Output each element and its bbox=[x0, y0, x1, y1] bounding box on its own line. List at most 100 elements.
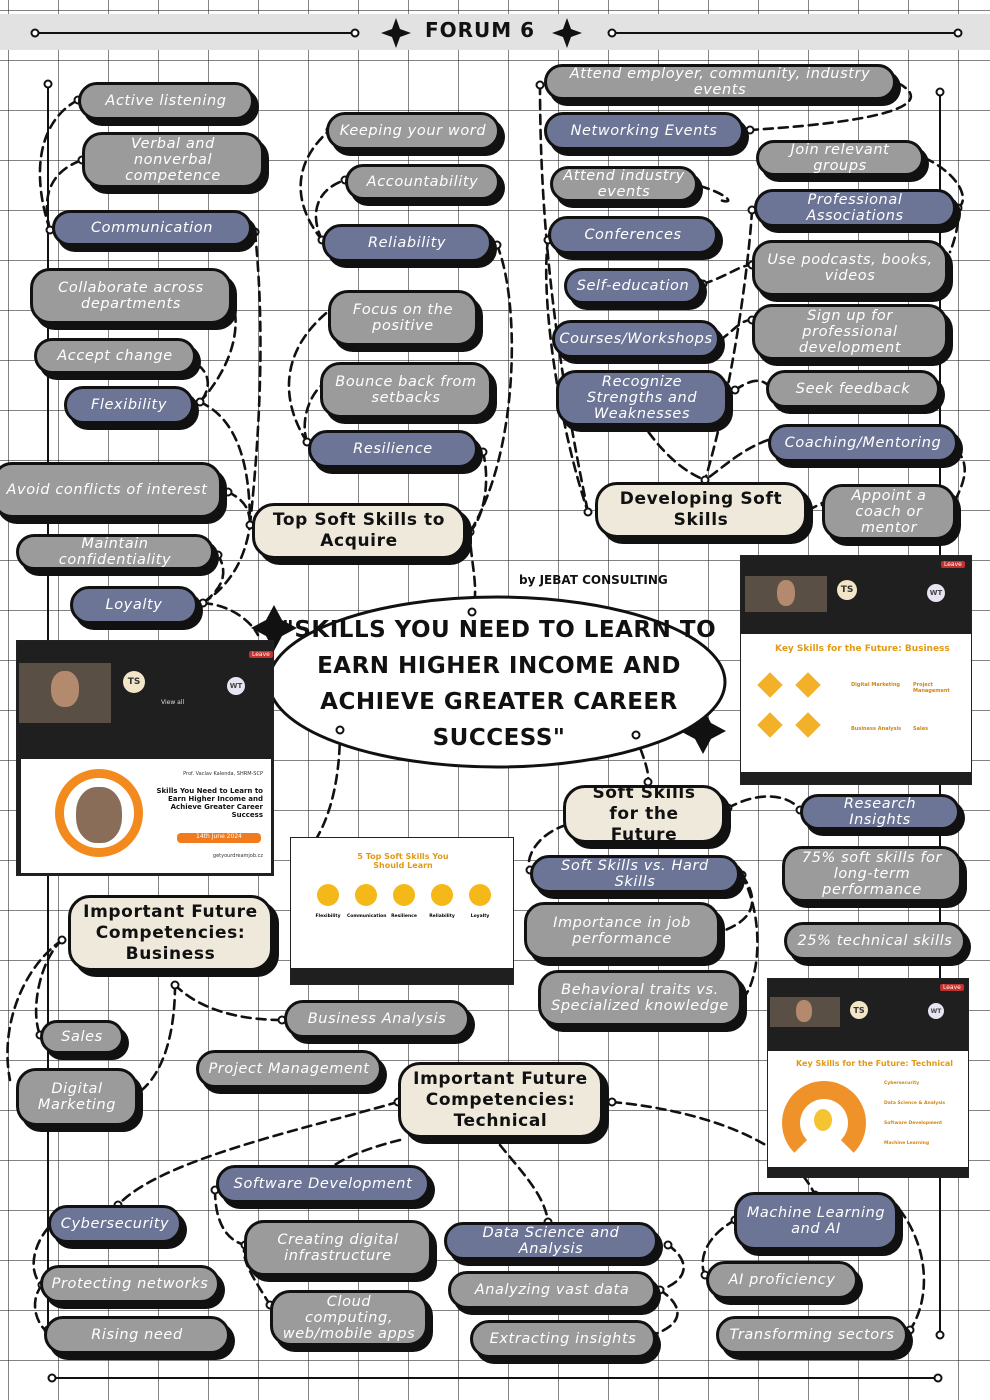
screenshot-meeting-left: TS WT View all Leave Prof. Vaclav Kalend… bbox=[16, 640, 274, 876]
node-loyalty[interactable]: Loyalty bbox=[70, 586, 198, 624]
node-transforming-sectors[interactable]: Transforming sectors bbox=[716, 1316, 908, 1354]
node-project-management[interactable]: Project Management bbox=[196, 1050, 382, 1088]
slide-icon-circle bbox=[431, 884, 453, 906]
node-join-groups[interactable]: Join relevant groups bbox=[756, 140, 924, 176]
node-protecting-networks[interactable]: Protecting networks bbox=[40, 1265, 220, 1303]
node-professional-associations[interactable]: Professional Associations bbox=[754, 189, 956, 227]
avatar-ts: TS bbox=[837, 580, 857, 600]
business-slide-title: Key Skills for the Future: Business bbox=[775, 644, 950, 654]
slide-shape bbox=[795, 712, 820, 737]
node-focus-positive[interactable]: Focus on the positive bbox=[328, 290, 478, 346]
leave-button[interactable]: Leave bbox=[249, 651, 273, 658]
node-pct75[interactable]: 75% soft skills for long-term performanc… bbox=[782, 846, 962, 902]
node-bounce-back[interactable]: Bounce back from setbacks bbox=[320, 362, 492, 418]
node-importance[interactable]: Importance in job performance bbox=[524, 902, 720, 960]
lightbulb-icon bbox=[814, 1109, 832, 1131]
node-cybersecurity[interactable]: Cybersecurity bbox=[48, 1205, 182, 1243]
node-active-listening[interactable]: Active listening bbox=[78, 82, 254, 120]
participant-face bbox=[796, 1000, 812, 1022]
slide-item: Data Science & Analysis bbox=[884, 1101, 945, 1106]
hub-developing-soft-skills[interactable]: Developing Soft Skills bbox=[595, 482, 807, 538]
node-confidentiality[interactable]: Maintain confidentiality bbox=[16, 534, 214, 570]
slide-item: Machine Learning bbox=[884, 1141, 929, 1146]
node-courses[interactable]: Courses/Workshops bbox=[552, 320, 720, 358]
node-attend-industry[interactable]: Attend industry events bbox=[550, 166, 698, 202]
cover-slide: Prof. Vaclav Kalenda, SHRM-SCP Skills Yo… bbox=[21, 759, 271, 873]
node-analyzing-data[interactable]: Analyzing vast data bbox=[448, 1271, 656, 1309]
avatar-ts: TS bbox=[123, 671, 145, 693]
node-cloud-computing[interactable]: Cloud computing, web/mobile apps bbox=[270, 1290, 428, 1346]
node-soft-vs-hard[interactable]: Soft Skills vs. Hard Skills bbox=[530, 855, 740, 893]
node-reliability[interactable]: Reliability bbox=[322, 224, 492, 262]
node-pct25[interactable]: 25% technical skills bbox=[784, 922, 966, 960]
node-sales[interactable]: Sales bbox=[40, 1020, 124, 1054]
hub-soft-skills-future[interactable]: Soft Skills for the Future bbox=[563, 785, 725, 843]
node-collaborate[interactable]: Collaborate across departments bbox=[30, 268, 232, 324]
slide-item: Resilience bbox=[387, 914, 421, 919]
slide-shape bbox=[757, 712, 782, 737]
top5-slide-title: 5 Top Soft Skills You Should Learn bbox=[353, 852, 453, 870]
page-title: FORUM 6 bbox=[420, 18, 540, 42]
node-accept-change[interactable]: Accept change bbox=[34, 338, 196, 374]
node-conferences[interactable]: Conferences bbox=[548, 216, 718, 254]
node-rising-need[interactable]: Rising need bbox=[44, 1316, 230, 1354]
node-keeping-word[interactable]: Keeping your word bbox=[326, 112, 500, 150]
slide-shape bbox=[795, 672, 820, 697]
node-research-insights[interactable]: Research Insights bbox=[800, 794, 960, 830]
node-attend-events[interactable]: Attend employer, community, industry eve… bbox=[544, 64, 896, 100]
node-behavioral[interactable]: Behavioral traits vs. Specialized knowle… bbox=[538, 970, 742, 1026]
node-communication[interactable]: Communication bbox=[52, 210, 252, 246]
slide-shape bbox=[757, 672, 782, 697]
node-accountability[interactable]: Accountability bbox=[345, 164, 500, 200]
cover-portrait bbox=[76, 787, 122, 843]
slide-item: Communication bbox=[347, 914, 385, 919]
node-resilience[interactable]: Resilience bbox=[308, 430, 478, 468]
cover-date: 14th June 2024 bbox=[177, 833, 261, 843]
view-all-label[interactable]: View all bbox=[161, 699, 184, 706]
slide-item: Cybersecurity bbox=[884, 1081, 919, 1086]
node-podcasts[interactable]: Use podcasts, books, videos bbox=[752, 240, 948, 296]
node-software-development[interactable]: Software Development bbox=[216, 1165, 430, 1203]
node-verbal-nonverbal[interactable]: Verbal and nonverbal competence bbox=[82, 132, 264, 188]
hub-top-soft-skills[interactable]: Top Soft Skills to Acquire bbox=[252, 503, 466, 559]
slide-item: Business Analysis bbox=[851, 726, 901, 732]
hub-technical[interactable]: Important Future Competencies: Technical bbox=[398, 1062, 603, 1138]
cover-site: getyourdreamjob.cz bbox=[171, 853, 263, 859]
avatar-ts: TS bbox=[850, 1001, 868, 1019]
cover-author: Prof. Vaclav Kalenda, SHRM-SCP bbox=[151, 771, 263, 777]
leave-button[interactable]: Leave bbox=[941, 561, 965, 568]
slide-item: Reliability bbox=[425, 914, 459, 919]
business-slide: Key Skills for the Future: Business Digi… bbox=[741, 634, 971, 772]
node-flexibility[interactable]: Flexibility bbox=[64, 386, 194, 424]
node-appoint-coach[interactable]: Appoint a coach or mentor bbox=[822, 484, 956, 540]
node-business-analysis[interactable]: Business Analysis bbox=[284, 1000, 470, 1038]
slide-item: Flexibility bbox=[311, 914, 345, 919]
node-self-education[interactable]: Self-education bbox=[564, 268, 702, 304]
slide-icon-circle bbox=[355, 884, 377, 906]
screenshot-top5-slide: 5 Top Soft Skills You Should Learn Flexi… bbox=[290, 837, 514, 985]
slide-icon-circle bbox=[393, 884, 415, 906]
byline: by JEBAT CONSULTING bbox=[519, 573, 668, 587]
participant-face bbox=[51, 671, 79, 707]
node-sign-up[interactable]: Sign up for professional development bbox=[752, 304, 948, 360]
node-networking-events[interactable]: Networking Events bbox=[544, 112, 744, 150]
node-ai-proficiency[interactable]: AI proficiency bbox=[706, 1261, 858, 1299]
top5-slide: 5 Top Soft Skills You Should Learn Flexi… bbox=[291, 838, 513, 968]
node-avoid-conflicts[interactable]: Avoid conflicts of interest bbox=[0, 462, 222, 518]
node-digital-infrastructure[interactable]: Creating digital infrastructure bbox=[244, 1220, 432, 1276]
node-recognize[interactable]: Recognize Strengths and Weaknesses bbox=[556, 370, 728, 426]
node-data-science[interactable]: Data Science and Analysis bbox=[444, 1222, 658, 1260]
hub-business[interactable]: Important Future Competencies: Business bbox=[68, 895, 273, 971]
participant-face bbox=[777, 580, 795, 606]
cover-title: Skills You Need to Learn to Earn Higher … bbox=[151, 787, 263, 819]
screenshot-business-slide: TS WT Leave Key Skills for the Future: B… bbox=[740, 555, 972, 785]
slide-item: Project Management bbox=[913, 682, 971, 694]
node-extracting-insights[interactable]: Extracting insights bbox=[470, 1320, 656, 1358]
node-coaching[interactable]: Coaching/Mentoring bbox=[768, 424, 958, 462]
leave-button[interactable]: Leave bbox=[940, 984, 964, 991]
slide-icon-circle bbox=[317, 884, 339, 906]
technical-slide-title: Key Skills for the Future: Technical bbox=[796, 1059, 953, 1068]
node-digital-marketing[interactable]: Digital Marketing bbox=[16, 1068, 138, 1126]
node-machine-learning[interactable]: Machine Learning and AI bbox=[734, 1192, 898, 1250]
node-seek-feedback[interactable]: Seek feedback bbox=[766, 370, 940, 408]
